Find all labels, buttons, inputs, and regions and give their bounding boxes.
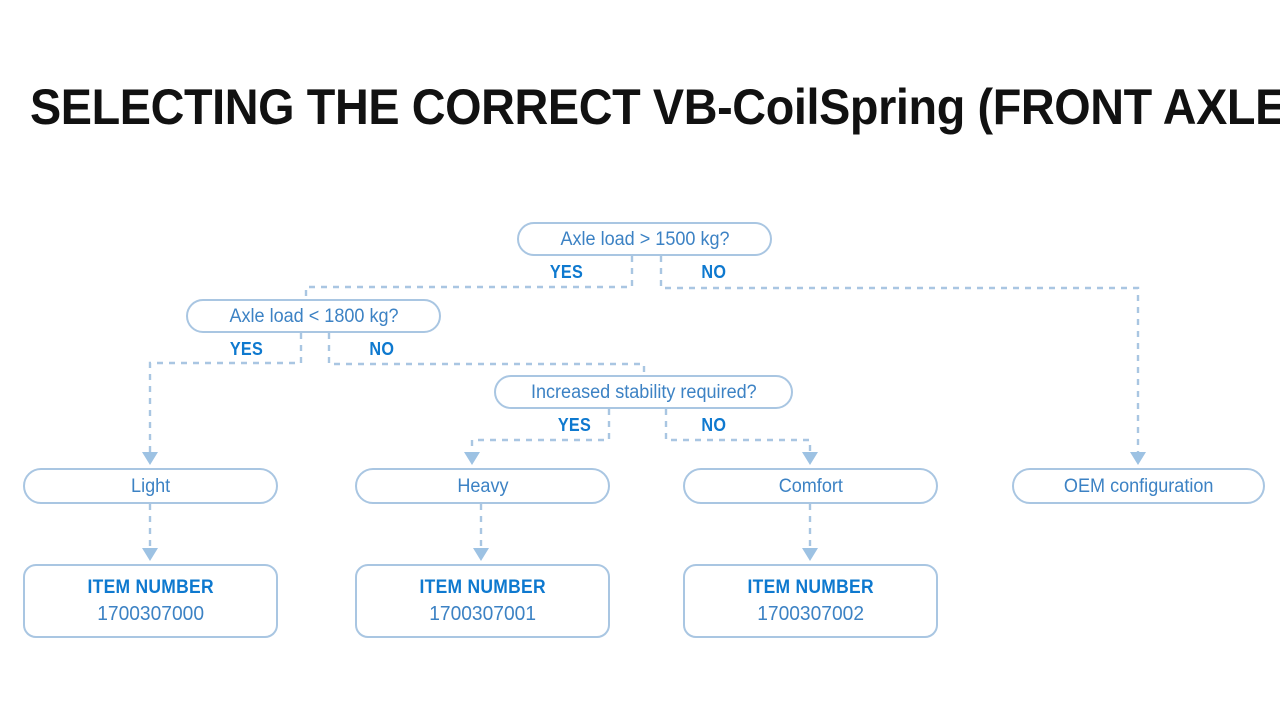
arrow-head-icon	[802, 548, 818, 561]
result-node-label: Comfort	[778, 475, 843, 497]
branch-label-b2-no: NO	[369, 339, 395, 359]
result-node-heavy[interactable]: Heavy	[355, 468, 610, 504]
connector-line	[304, 256, 634, 299]
item-number-value: 1700307000	[97, 603, 204, 625]
branch-label-b1-yes: YES	[549, 262, 584, 282]
arrow-head-icon	[464, 452, 480, 465]
item-number-caption: ITEM NUMBER	[87, 577, 214, 598]
item-number-box-item-comfort[interactable]: ITEM NUMBER 1700307002	[683, 564, 938, 638]
arrow-head-icon	[802, 452, 818, 465]
item-number-value: 1700307002	[757, 603, 864, 625]
arrow-head-icon	[142, 452, 158, 465]
decision-question: Axle load < 1800 kg?	[228, 305, 399, 327]
arrow-head-icon	[142, 548, 158, 561]
connector-line	[659, 256, 1140, 452]
result-node-comfort[interactable]: Comfort	[683, 468, 938, 504]
item-number-box-item-heavy[interactable]: ITEM NUMBER 1700307001	[355, 564, 610, 638]
item-number-value: 1700307001	[429, 603, 536, 625]
result-node-light[interactable]: Light	[23, 468, 278, 504]
result-node-label: OEM configuration	[1063, 475, 1214, 497]
item-number-caption: ITEM NUMBER	[419, 577, 546, 598]
arrow-head-icon	[473, 548, 489, 561]
decision-node-axle-load-gt-1500[interactable]: Axle load > 1500 kg?	[517, 222, 772, 256]
connector-line	[664, 409, 812, 452]
branch-label-b1-no: NO	[701, 262, 727, 282]
item-number-caption: ITEM NUMBER	[747, 577, 874, 598]
decision-question: Axle load > 1500 kg?	[559, 228, 730, 250]
result-node-label: Light	[130, 475, 171, 497]
arrow-head-icon	[1130, 452, 1146, 465]
decision-node-increased-stability[interactable]: Increased stability required?	[494, 375, 793, 409]
branch-label-b3-no: NO	[701, 415, 727, 435]
connector-line	[148, 333, 303, 452]
item-number-box-item-light[interactable]: ITEM NUMBER 1700307000	[23, 564, 278, 638]
result-node-label: Heavy	[456, 475, 509, 497]
decision-node-axle-load-lt-1800[interactable]: Axle load < 1800 kg?	[186, 299, 441, 333]
branch-label-b2-yes: YES	[229, 339, 264, 359]
branch-label-b3-yes: YES	[557, 415, 592, 435]
decision-question: Increased stability required?	[530, 381, 757, 403]
result-node-oem[interactable]: OEM configuration	[1012, 468, 1265, 504]
page-title: SELECTING THE CORRECT VB-CoilSpring (FRO…	[30, 79, 1280, 135]
